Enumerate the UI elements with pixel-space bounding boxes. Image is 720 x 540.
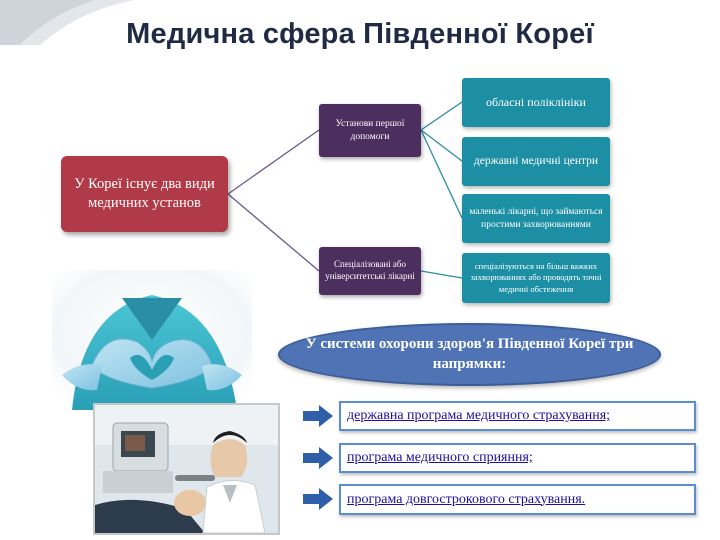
branch-node-first-aid: Установи першої допомоги bbox=[319, 104, 421, 157]
corner-decoration bbox=[0, 0, 135, 45]
arrow-right-icon bbox=[303, 405, 333, 427]
gloved-heart-hands-photo bbox=[52, 270, 252, 410]
root-node: У Кореї існує два види медичних установ bbox=[61, 156, 228, 232]
program-item-medical-assistance[interactable]: програма медичного сприяння; bbox=[339, 443, 696, 473]
connector-root-branch1 bbox=[227, 129, 320, 195]
leaf-node-regional-clinics: обласні поліклініки bbox=[462, 78, 610, 127]
summary-heading-oval: У системи охорони здоров'я Південної Кор… bbox=[278, 323, 661, 386]
leaf-node-state-centers: державні медичні центри bbox=[462, 137, 610, 186]
arrow-right-icon bbox=[303, 488, 333, 510]
connector-branch1-leaf1 bbox=[420, 101, 463, 131]
arrow-right-icon bbox=[303, 447, 333, 469]
program-item-state-insurance[interactable]: державна програма медичного страхування; bbox=[339, 401, 696, 431]
leaf-node-specialized-care: спеціалізуються на більш важких захворюв… bbox=[462, 253, 610, 303]
page-title: Медична сфера Південної Кореї bbox=[126, 18, 594, 50]
program-item-long-term-insurance[interactable]: програма довгострокового страхування. bbox=[339, 484, 696, 515]
eye-examination-photo bbox=[93, 403, 280, 535]
leaf-node-small-hospitals: маленькі лікарні, що займаються простими… bbox=[462, 194, 610, 243]
connector-branch1-leaf3 bbox=[420, 129, 463, 219]
connector-root-branch2 bbox=[227, 193, 320, 272]
connector-branch2-leaf1 bbox=[420, 270, 463, 279]
connector-branch1-leaf2 bbox=[420, 129, 463, 162]
branch-node-specialized: Спеціалізовані або університетські лікар… bbox=[319, 247, 421, 295]
